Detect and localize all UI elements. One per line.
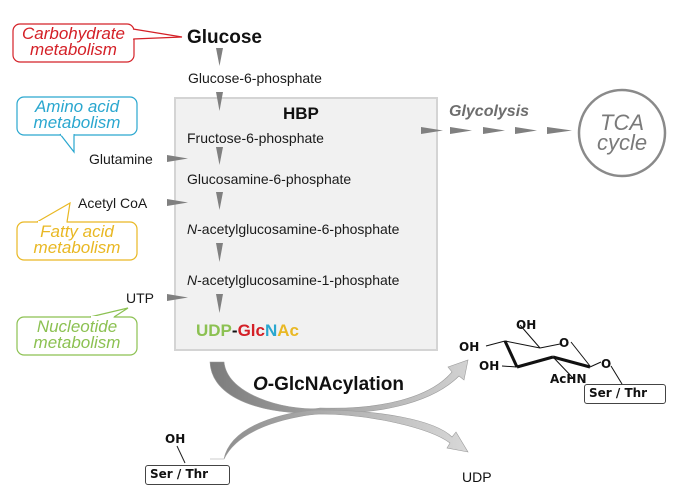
glcnac-1-phosphate-label: N-acetylglucosamine-1-phosphate [187,272,399,288]
dash-part: - [231,321,238,340]
callout-line: Fatty acid [40,222,114,241]
o-glcnacylation-label: O-GlcNAcylation [253,374,404,396]
arrow-f6p-gln6p [216,147,223,165]
callout-line: metabolism [33,113,121,132]
reaction-arcs [209,359,469,460]
tca-line: cycle [596,130,648,155]
n-prefix: N [187,221,198,237]
n-part: N [264,321,278,340]
glcnac-chair-structure [485,324,623,385]
callout-line: metabolism [33,333,121,352]
acetyl-coa-label: Acetyl CoA [78,195,148,211]
glcnac-6-phosphate-rest: -acetylglucosamine-6-phosphate [197,221,400,237]
o-prefix: O [253,374,268,395]
product-ser-thr-box: Ser / Thr [584,384,666,404]
structure-oh-mid: OH [479,359,500,373]
structure-oh-top: OH [516,318,537,332]
fatty-acid-callout-shape [16,201,138,261]
arrow-glucose-g6p [216,48,223,66]
callout-line: Amino acid [34,97,120,116]
input-arrows [167,155,188,301]
glcnac-1-phosphate-rest: -acetylglucosamine-1-phosphate [197,272,400,288]
substrate-oh-label: OH [165,432,186,446]
carbohydrate-metabolism-callout: Carbohydrate metabolism [13,24,134,59]
hbp-title: HBP [283,104,319,123]
callout-line: Nucleotide [36,317,118,336]
tca-cycle-label: TCA cycle [579,110,665,155]
glcnacylation-rest: -GlcNAcylation [267,374,404,395]
arrow-glcnac6p-glcnac1p [216,243,223,262]
udp-glcnac-label: UDP-GlcNAc [196,321,299,341]
arrow-acetyl-coa [167,199,188,206]
substrate-bond [176,445,186,464]
callout-line: metabolism [30,40,117,59]
callout-line: metabolism [33,238,121,257]
glutamine-label: Glutamine [89,151,153,167]
nucleotide-callout-shape [16,307,138,356]
arrow-utp [167,294,188,301]
glucose-6-phosphate-label: Glucose-6-phosphate [188,70,322,86]
amino-acid-metabolism-callout: Amino acid metabolism [17,97,137,132]
glycolysis-arrows [421,127,572,134]
ac-part: Ac [277,321,299,340]
glc-part: Glc [237,321,265,340]
arrow-g6p-f6p [216,92,223,111]
arrow-gln6p-glcnac6p [216,192,223,210]
arrow-glcnac1p-udpglcnac [216,294,223,313]
carbohydrate-callout-shape [12,23,183,63]
amino-acid-callout-shape [16,96,138,154]
fructose-6-phosphate-label: Fructose-6-phosphate [187,130,324,146]
fatty-acid-metabolism-callout: Fatty acid metabolism [17,222,137,257]
callout-line: Carbohydrate [21,24,125,43]
structure-glycosidic-o: O [601,357,612,371]
glucose-label: Glucose [187,27,262,48]
glcnac-6-phosphate-label: N-acetylglucosamine-6-phosphate [187,221,399,237]
structure-oh-left: OH [459,340,480,354]
structure-achn: AcHN [550,372,587,386]
hbp-box [174,97,438,351]
glycolysis-label: Glycolysis [449,103,530,120]
structure-ring-o: O [559,336,570,350]
udp-part: UDP [196,321,232,340]
pathway-arrows [216,48,223,313]
udp-byproduct-label: UDP [462,469,492,485]
tca-circle [577,88,667,178]
utp-label: UTP [126,290,154,306]
substrate-ser-thr-box: Ser / Thr [145,465,230,485]
arrow-glutamine [167,155,188,162]
tca-line: TCA [600,110,644,135]
glucosamine-6-phosphate-label: Glucosamine-6-phosphate [187,171,352,187]
n-prefix: N [187,272,198,288]
nucleotide-metabolism-callout: Nucleotide metabolism [17,317,137,352]
